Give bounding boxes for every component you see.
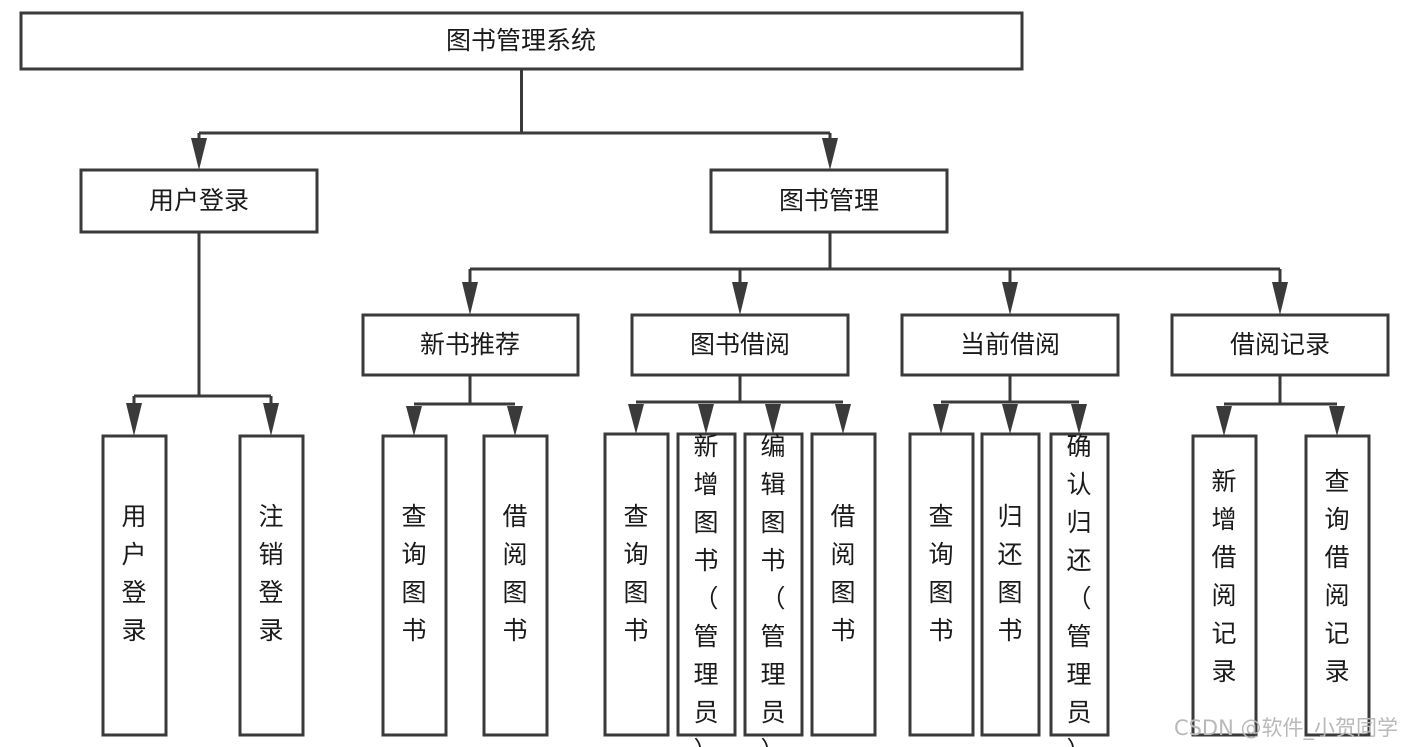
node-user-login-label: 用户登录 bbox=[149, 186, 249, 215]
node-leaf-query-book-2-box[interactable] bbox=[603, 432, 670, 737]
arrow-head-book-mgmt bbox=[822, 138, 838, 170]
node-leaf-add-record[interactable]: 新增借阅记录 bbox=[1191, 434, 1258, 737]
connector-group-current-borrow bbox=[933, 375, 1087, 434]
node-leaf-borrow-book-2[interactable]: 借阅图书 bbox=[810, 432, 877, 737]
arrow-head-current-borrow bbox=[1002, 282, 1018, 315]
node-leaf-edit-book[interactable]: 编辑图书（管理员） bbox=[743, 432, 804, 747]
node-leaf-query-book-3[interactable]: 查询图书 bbox=[908, 432, 975, 737]
arrow-head-leaf-borrow-book-2 bbox=[835, 404, 851, 434]
node-borrow-record-box[interactable] bbox=[1170, 313, 1390, 377]
csdn-watermark: CSDN @软件_小贺同学 bbox=[1174, 716, 1398, 741]
node-leaf-return-book-box[interactable] bbox=[980, 432, 1041, 737]
node-leaf-query-record-box[interactable] bbox=[1304, 434, 1371, 737]
node-leaf-query-book-1[interactable]: 查询图书 bbox=[381, 434, 448, 737]
node-book-mgmt-box[interactable] bbox=[709, 168, 949, 234]
arrow-head-new-book-rec bbox=[462, 282, 478, 315]
node-leaf-confirm-return-label: 确认归还（管理员） bbox=[1066, 432, 1091, 747]
connector-group-root bbox=[191, 69, 838, 170]
connector-group-new-book-rec bbox=[406, 375, 523, 436]
node-user-login[interactable]: 用户登录 bbox=[79, 168, 319, 234]
node-leaf-borrow-book-1[interactable]: 借阅图书 bbox=[482, 434, 549, 737]
node-leaf-query-book-1-box[interactable] bbox=[381, 434, 448, 737]
node-leaf-logout-box[interactable] bbox=[238, 434, 305, 737]
node-new-book-rec[interactable]: 新书推荐 bbox=[361, 313, 580, 377]
node-leaf-logout[interactable]: 注销登录 bbox=[238, 434, 305, 737]
node-leaf-borrow-book-2-box[interactable] bbox=[810, 432, 877, 737]
arrow-head-leaf-confirm-return bbox=[1071, 404, 1087, 434]
arrow-head-leaf-borrow-book-1 bbox=[507, 406, 523, 436]
node-book-borrow-label: 图书借阅 bbox=[690, 330, 790, 359]
node-borrow-record[interactable]: 借阅记录 bbox=[1170, 313, 1390, 377]
arrow-head-leaf-edit-book bbox=[765, 404, 781, 434]
arrow-head-user-login bbox=[191, 138, 207, 170]
node-root-label: 图书管理系统 bbox=[446, 26, 596, 55]
arrow-head-leaf-query-book-2 bbox=[628, 404, 644, 434]
node-book-borrow-box[interactable] bbox=[630, 313, 850, 377]
node-leaf-query-record-label: 查询借阅记录 bbox=[1324, 467, 1349, 686]
node-leaf-add-book-box[interactable] bbox=[676, 432, 737, 737]
node-borrow-record-label: 借阅记录 bbox=[1230, 330, 1330, 359]
arrow-head-leaf-add-record bbox=[1216, 406, 1232, 436]
node-root[interactable]: 图书管理系统 bbox=[19, 11, 1024, 71]
node-book-borrow[interactable]: 图书借阅 bbox=[630, 313, 850, 377]
node-new-book-rec-box[interactable] bbox=[361, 313, 580, 377]
node-leaf-edit-book-label: 编辑图书（管理员） bbox=[760, 432, 785, 747]
connector-group-book-mgmt bbox=[462, 232, 1288, 315]
node-leaf-user-login-label: 用户登录 bbox=[121, 502, 146, 645]
node-leaf-query-record[interactable]: 查询借阅记录 bbox=[1304, 434, 1371, 737]
arrow-head-leaf-query-book-3 bbox=[933, 404, 949, 434]
node-current-borrow-box[interactable] bbox=[900, 313, 1120, 377]
arrow-head-leaf-query-record bbox=[1329, 406, 1345, 436]
connector-group-borrow-record bbox=[1216, 375, 1345, 436]
node-leaf-query-book-2-label: 查询图书 bbox=[623, 502, 648, 645]
node-leaf-borrow-book-1-label: 借阅图书 bbox=[502, 502, 527, 645]
node-new-book-rec-label: 新书推荐 bbox=[420, 330, 520, 359]
node-leaf-confirm-return[interactable]: 确认归还（管理员） bbox=[1049, 432, 1110, 747]
node-leaf-edit-book-box[interactable] bbox=[743, 432, 804, 737]
node-leaf-add-record-label: 新增借阅记录 bbox=[1211, 467, 1236, 686]
arrow-head-leaf-user-login bbox=[126, 403, 142, 436]
node-leaf-confirm-return-box[interactable] bbox=[1049, 432, 1110, 737]
node-current-borrow[interactable]: 当前借阅 bbox=[900, 313, 1120, 377]
node-leaf-user-login[interactable]: 用户登录 bbox=[101, 434, 168, 737]
node-book-mgmt-label: 图书管理 bbox=[779, 186, 879, 215]
node-leaf-logout-label: 注销登录 bbox=[258, 502, 283, 645]
arrow-head-leaf-return-book bbox=[1002, 404, 1018, 434]
node-leaf-add-book-label: 新增图书（管理员） bbox=[693, 432, 718, 747]
node-current-borrow-label: 当前借阅 bbox=[960, 330, 1060, 359]
node-leaf-borrow-book-1-box[interactable] bbox=[482, 434, 549, 737]
node-book-mgmt[interactable]: 图书管理 bbox=[709, 168, 949, 234]
node-root-box[interactable] bbox=[19, 11, 1024, 71]
node-leaf-return-book-label: 归还图书 bbox=[997, 502, 1022, 645]
node-leaf-add-record-box[interactable] bbox=[1191, 434, 1258, 737]
arrow-head-borrow-record bbox=[1272, 282, 1288, 315]
arrow-head-leaf-query-book-1 bbox=[406, 406, 422, 436]
node-leaf-return-book[interactable]: 归还图书 bbox=[980, 432, 1041, 737]
node-leaf-borrow-book-2-label: 借阅图书 bbox=[830, 502, 855, 645]
node-leaf-user-login-box[interactable] bbox=[101, 434, 168, 737]
node-leaf-query-book-1-label: 查询图书 bbox=[401, 502, 426, 645]
node-leaf-add-book[interactable]: 新增图书（管理员） bbox=[676, 432, 737, 747]
node-leaf-query-book-3-label: 查询图书 bbox=[928, 502, 953, 645]
arrow-head-leaf-logout bbox=[263, 403, 279, 436]
arrow-head-book-borrow bbox=[732, 282, 748, 315]
node-leaf-query-book-3-box[interactable] bbox=[908, 432, 975, 737]
connector-group-book-borrow bbox=[628, 375, 851, 434]
node-leaf-query-book-2[interactable]: 查询图书 bbox=[603, 432, 670, 737]
arrow-head-leaf-add-book bbox=[698, 404, 714, 434]
node-user-login-box[interactable] bbox=[79, 168, 319, 234]
connector-group-user-login bbox=[126, 232, 279, 436]
